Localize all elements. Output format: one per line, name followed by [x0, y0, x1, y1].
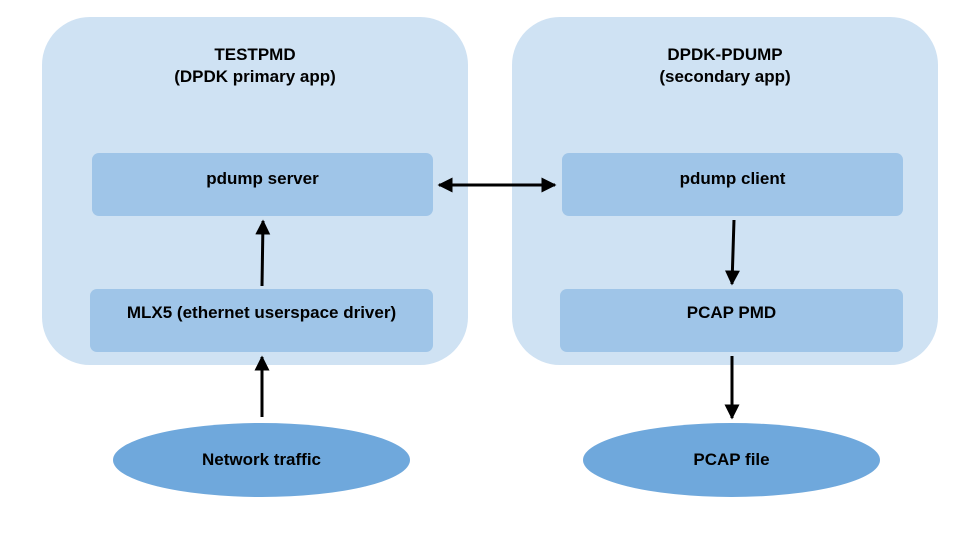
pdump-client-label: pdump client	[679, 168, 786, 188]
pcap-file-ellipse: PCAP file	[583, 423, 880, 497]
testpmd-title: TESTPMD (DPDK primary app)	[42, 44, 468, 88]
dpdk-pdump-title: DPDK-PDUMP (secondary app)	[512, 44, 938, 88]
network-traffic-ellipse: Network traffic	[113, 423, 410, 497]
pdump-server-box: pdump server	[92, 153, 433, 216]
testpmd-title-line1: TESTPMD	[214, 45, 296, 64]
pdump-server-label: pdump server	[206, 168, 319, 188]
mlx5-driver-label: MLX5 (ethernet userspace driver)	[126, 302, 397, 322]
testpmd-title-line2: (DPDK primary app)	[174, 67, 336, 86]
dpdk-pdump-title-line1: DPDK-PDUMP	[667, 45, 783, 64]
network-traffic-label: Network traffic	[201, 450, 322, 469]
pcap-pmd-box: PCAP PMD	[560, 289, 903, 352]
mlx5-driver-box: MLX5 (ethernet userspace driver)	[90, 289, 433, 352]
pcap-pmd-label: PCAP PMD	[686, 302, 777, 322]
pdump-client-box: pdump client	[562, 153, 903, 216]
pcap-file-label: PCAP file	[693, 450, 770, 469]
dpdk-pdump-title-line2: (secondary app)	[659, 67, 791, 86]
